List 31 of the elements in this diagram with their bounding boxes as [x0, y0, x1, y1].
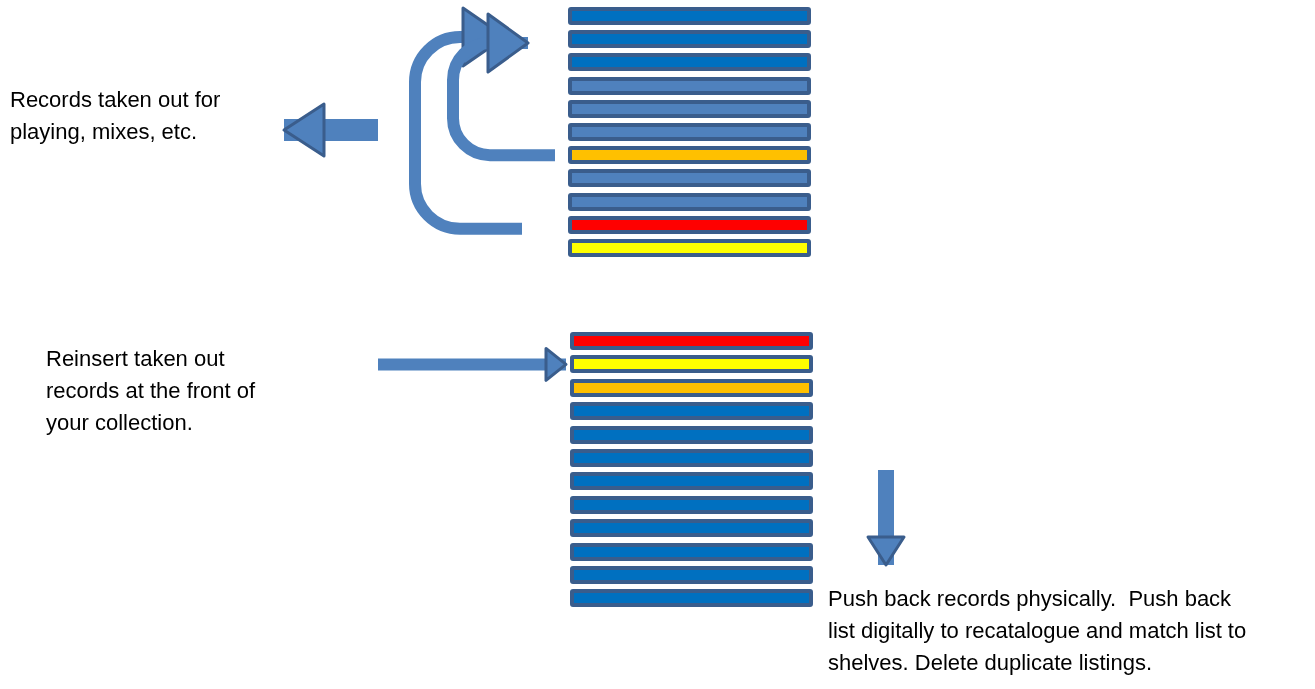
record-bar — [568, 239, 811, 257]
curved-arrow — [447, 12, 555, 162]
record-bar — [568, 215, 811, 234]
record-bar — [568, 99, 811, 118]
record-bar — [570, 472, 813, 491]
record-bar — [568, 123, 811, 141]
block-arrow — [866, 470, 906, 567]
record-bar — [568, 192, 811, 211]
block-arrow — [378, 346, 568, 382]
record-bar — [568, 53, 811, 72]
record-bar — [568, 146, 811, 165]
record-bar — [570, 402, 813, 421]
note-text: Push back records physically. Push back list digitally to recatalogue and match list to shelves. Delete duplicate listings. — [828, 583, 1258, 679]
note-text: Records taken out for playing, mixes, etc. — [10, 84, 280, 148]
record-bar — [570, 589, 813, 608]
record-bar — [568, 76, 811, 95]
record-bar — [570, 495, 813, 514]
block-arrow — [282, 102, 378, 158]
record-bar — [568, 30, 811, 49]
note-text: Reinsert taken out records at the front of your collection. — [46, 343, 296, 439]
record-bar — [570, 332, 813, 350]
record-bar — [570, 519, 813, 538]
record-bar — [570, 449, 813, 467]
record-bar — [570, 542, 813, 561]
record-bar — [570, 378, 813, 397]
record-bar — [568, 7, 811, 25]
record-bar — [568, 169, 811, 188]
record-bar — [570, 425, 813, 444]
curved-arrow — [409, 6, 522, 235]
record-bar — [570, 355, 813, 374]
record-bar — [570, 566, 813, 584]
